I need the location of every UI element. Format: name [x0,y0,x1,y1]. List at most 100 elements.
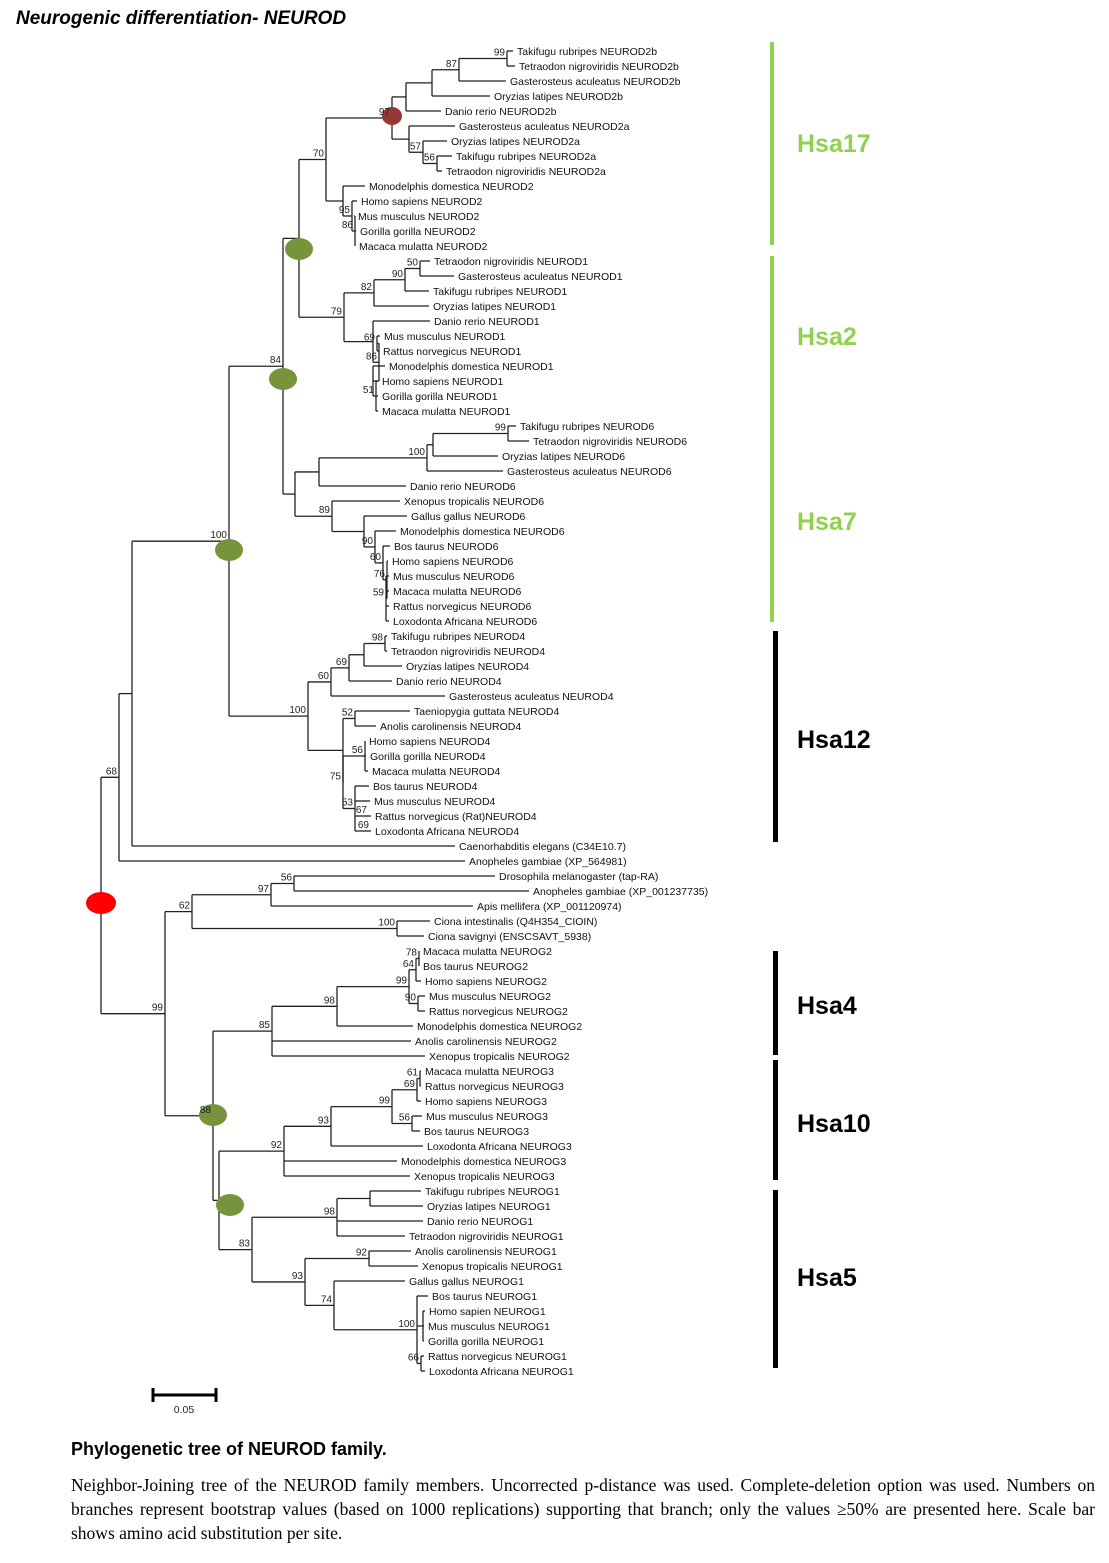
bootstrap-value: 93 [318,1115,330,1126]
bootstrap-value: 86 [366,351,378,362]
leaf-label: Danio rerio NEUROD6 [410,481,516,493]
bootstrap-value: 98 [372,633,384,644]
leaf-label: Gorilla gorilla NEUROG1 [428,1336,544,1348]
leaf-label: Gallus gallus NEUROD6 [411,511,526,523]
caption-text: Neighbor-Joining tree of the NEUROD fami… [71,1475,1095,1543]
bootstrap-value: 95 [339,205,351,216]
leaf-label: Oryzias latipes NEUROD2b [494,91,623,103]
leaf-label: Danio rerio NEUROD1 [434,316,540,328]
neurod1-2-node-marker [285,238,313,260]
leaf-label: Danio rerio NEUROD4 [396,676,502,688]
leaf-label: Gasterosteus aculeatus NEUROD1 [458,271,623,283]
chromosome-label: Hsa17 [797,130,871,158]
leaf-label: Takifugu rubripes NEUROD2b [517,46,657,58]
bootstrap-value: 69 [336,657,348,668]
leaf-label: Rattus norvegicus NEUROG2 [429,1006,568,1018]
bootstrap-value: 69 [358,820,370,831]
leaf-label: Gallus gallus NEUROG1 [409,1276,524,1288]
bootstrap-value: 93 [292,1271,304,1282]
leaf-label: Mus musculus NEUROD1 [384,331,506,343]
neurod2b-node-marker [382,107,402,125]
leaf-label: Monodelphis domestica NEUROG3 [401,1156,566,1168]
leaf-label: Xenopus tropicalis NEUROG2 [429,1051,570,1063]
bootstrap-value: 89 [319,505,331,516]
leaf-label: Homo sapiens NEUROD4 [369,736,491,748]
leaf-label: Monodelphis domestica NEUROD6 [400,526,565,538]
leaf-label: Apis mellifera (XP_001120974) [477,901,622,913]
chromosome-label: Hsa2 [797,323,857,351]
leaf-label: Homo sapiens NEUROD1 [382,376,504,388]
bootstrap-value: 99 [495,423,507,434]
bootstrap-value: 92 [356,1248,368,1259]
neurog1-3-node-marker [216,1194,244,1216]
bootstrap-value: 90 [392,269,404,280]
neurod1-2-6-node-marker [269,368,297,390]
bootstrap-value: 88 [200,1105,212,1116]
leaf-label: Bos taurus NEUROD6 [394,541,499,553]
leaf-label: Rattus norvegicus NEUROD6 [393,601,531,613]
chromosome-bar [773,1190,778,1368]
bootstrap-value: 92 [271,1140,283,1151]
leaf-label: Anolis carolinensis NEUROD4 [380,721,521,733]
bootstrap-value: 56 [399,1113,411,1124]
leaf-label: Oryzias latipes NEUROD4 [406,661,529,673]
leaf-label: Macaca mulatta NEUROD1 [382,406,511,418]
leaf-label: Oryzias latipes NEUROG1 [427,1201,551,1213]
bootstrap-value: 98 [324,995,336,1006]
chromosome-label: Hsa5 [797,1264,857,1292]
leaf-label: Anopheles gambiae (XP_564981) [469,856,627,868]
bootstrap-value: 69 [364,333,376,344]
leaf-label: Macaca mulatta NEUROD4 [372,766,501,778]
leaf-label: Loxodonta Africana NEUROG3 [427,1141,572,1153]
chromosome-bar [770,415,774,622]
bootstrap-value: 97 [258,884,270,895]
leaf-label: Anopheles gambiae (XP_001237735) [533,886,708,898]
bootstrap-value: 76 [374,569,386,580]
bootstrap-value: 99 [152,1003,164,1014]
bootstrap-value: 90 [405,993,417,1004]
leaf-label: Rattus norvegicus NEUROG1 [428,1351,567,1363]
bootstrap-value: 75 [330,771,342,782]
leaf-label: Tetraodon nigroviridis NEUROD4 [391,646,545,658]
leaf-label: Danio rerio NEUROD2b [445,106,557,118]
bootstrap-value: 70 [313,149,325,160]
bootstrap-value: 69 [404,1079,416,1090]
leaf-label: Tetraodon nigroviridis NEUROD2a [446,166,606,178]
leaf-label: Homo sapiens NEUROD2 [361,196,483,208]
bootstrap-value: 64 [403,959,415,970]
bootstrap-value: 100 [210,530,227,541]
leaf-label: Bos taurus NEUROG3 [424,1126,529,1138]
chromosome-bar [773,1060,778,1180]
leaf-label: Drosophila melanogaster (tap-RA) [499,871,658,883]
chromosome-label: Hsa12 [797,726,871,754]
leaf-label: Homo sapiens NEUROG2 [425,976,547,988]
leaf-label: Tetraodon nigroviridis NEUROG1 [409,1231,564,1243]
scale-bar-label: 0.05 [174,1404,195,1416]
leaf-label: Rattus norvegicus NEUROG3 [425,1081,564,1093]
bootstrap-value: 66 [408,1353,420,1364]
leaf-label: Rattus norvegicus (Rat)NEUROD4 [375,811,537,823]
bootstrap-value: 85 [259,1020,271,1031]
leaf-label: Takifugu rubripes NEUROD1 [433,286,567,298]
leaf-label: Loxodonta Africana NEUROD4 [375,826,519,838]
leaf-label: Gorilla gorilla NEUROD1 [382,391,498,403]
leaf-label: Takifugu rubripes NEUROD2a [456,151,596,163]
chromosome-label: Hsa10 [797,1110,871,1138]
leaf-label: Mus musculus NEUROD4 [374,796,496,808]
chromosome-bar [770,42,774,245]
scale-bar: 0.05 [151,1388,218,1416]
chromosome-label: Hsa4 [797,992,857,1020]
leaf-label: Tetraodon nigroviridis NEUROD6 [533,436,687,448]
leaf-label: Takifugu rubripes NEUROG1 [425,1186,560,1198]
leaf-label: Monodelphis domestica NEUROD2 [369,181,534,193]
bootstrap-value: 97 [379,107,391,118]
bootstrap-value: 79 [331,306,343,317]
leaf-label: Homo sapiens NEUROD6 [392,556,514,568]
leaf-label: Takifugu rubripes NEUROD4 [391,631,525,643]
leaf-label: Monodelphis domestica NEUROD1 [389,361,554,373]
bootstrap-value: 100 [408,447,425,458]
leaf-label: Loxodonta Africana NEUROG1 [429,1366,574,1378]
bootstrap-value: 62 [179,901,191,912]
bootstrap-value: 61 [407,1068,419,1079]
